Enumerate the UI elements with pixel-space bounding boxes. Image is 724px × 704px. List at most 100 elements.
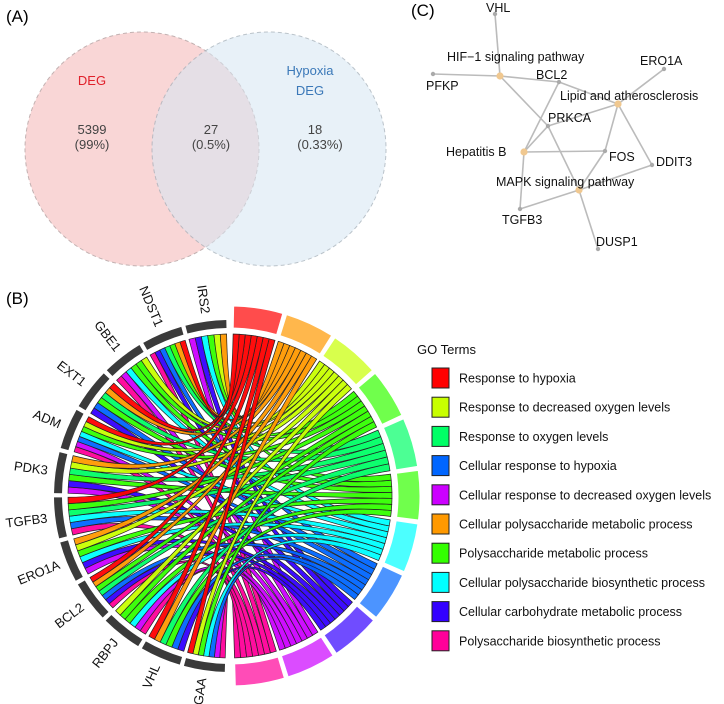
venn-label-hypoxia-deg: DEG <box>296 83 324 98</box>
gene-label: GBE1 <box>91 318 124 355</box>
network-node-tgfb3 <box>517 206 523 212</box>
network-edge <box>523 125 549 153</box>
network-node-prkca <box>545 123 551 129</box>
network-edge <box>578 164 653 191</box>
network-edge <box>558 81 619 105</box>
go-term-arc <box>395 469 421 521</box>
gene-label: ADM <box>31 406 63 431</box>
gene-arc <box>78 373 110 411</box>
network-node-label: PRKCA <box>548 111 592 125</box>
venn-diagram: DEG Hypoxia DEG 5399 (99%) 27 (0.5%) 18 … <box>24 31 387 267</box>
network-node-mapk <box>575 186 583 194</box>
gene-label: RBPJ <box>89 635 121 670</box>
network-edge <box>604 103 619 152</box>
go-term-arc <box>323 605 375 655</box>
legend-swatch <box>431 367 450 389</box>
go-term-arc <box>232 305 284 336</box>
legend-swatch <box>431 484 450 506</box>
gene-arc <box>54 452 68 494</box>
gene-label: TGFB3 <box>5 511 48 531</box>
network-edge <box>547 103 619 127</box>
legend-term-label: Polysaccharide metabolic process <box>459 547 648 561</box>
network-node-label: Hepatitis B <box>446 145 506 159</box>
network-edge <box>519 151 525 210</box>
network-node-label: BCL2 <box>536 68 567 82</box>
network-node-hepb <box>520 148 528 156</box>
venn-overlap-percent: (0.5%) <box>192 137 230 152</box>
network-node-label: ERO1A <box>640 54 683 68</box>
legend-term-label: Response to oxygen levels <box>459 430 608 444</box>
legend-term-label: Cellular carbohydrate metabolic process <box>459 605 682 619</box>
gene-arc <box>77 580 109 618</box>
gene-label: ERO1A <box>15 557 62 588</box>
legend-swatch <box>431 425 450 447</box>
network-node-bcl2 <box>556 79 562 85</box>
network-node-label: DUSP1 <box>596 235 638 249</box>
venn-overlap-count: 27 <box>204 122 218 137</box>
gene-label: IRS2 <box>194 284 213 315</box>
legend-term-label: Response to hypoxia <box>459 372 576 386</box>
network-edge <box>494 13 501 77</box>
network-node-label: FOS <box>609 150 635 164</box>
venn-label-deg: DEG <box>78 73 106 88</box>
venn-circle-hypoxia-deg <box>151 31 387 267</box>
legend-term-label: Cellular polysaccharide metabolic proces… <box>459 518 692 532</box>
network-edge <box>617 103 653 166</box>
gene-arc <box>185 320 227 334</box>
gene-arc <box>143 326 184 350</box>
chord-arcs <box>54 305 421 687</box>
gene-arc <box>141 641 183 665</box>
network-node-dusp1 <box>595 246 601 252</box>
go-term-arc <box>357 372 403 426</box>
network-node-label: Lipid and atherosclerosis <box>560 89 698 103</box>
venn-left-count: 5399 <box>78 122 107 137</box>
network-edge <box>547 125 580 191</box>
gene-arc <box>183 658 226 672</box>
network-node-vhl <box>492 11 498 17</box>
legend-term-label: Cellular response to hypoxia <box>459 459 617 473</box>
go-term-arc <box>279 313 333 355</box>
chord-ribbons <box>67 333 393 659</box>
gene-arc <box>60 540 83 581</box>
venn-right-count: 18 <box>308 122 322 137</box>
legend-term-label: Cellular polysaccharide biosynthetic pro… <box>459 576 705 590</box>
network-edge <box>578 150 606 191</box>
network-edge <box>519 189 580 210</box>
panel-label-b: (B) <box>6 289 29 308</box>
legend-swatch <box>431 630 450 652</box>
network-edge <box>432 73 501 77</box>
legend-swatch <box>431 542 450 564</box>
go-term-arc <box>358 565 404 619</box>
go-term-arc <box>234 656 285 687</box>
network-node-label: PFKP <box>426 79 459 93</box>
gene-label: BCL2 <box>52 600 87 632</box>
network-node-ero1a <box>661 66 667 72</box>
gene-label: NDST1 <box>136 284 166 329</box>
network-node-fos <box>602 148 608 154</box>
network-node-ddit3 <box>649 162 655 168</box>
gene-label: VHL <box>139 662 163 691</box>
gene-label: PDK3 <box>13 458 49 477</box>
go-term-arc <box>383 520 419 573</box>
legend-term-label: Cellular response to decreased oxygen le… <box>459 488 711 502</box>
go-term-arc <box>322 336 374 386</box>
venn-right-percent: (0.33%) <box>297 137 343 152</box>
network-edge <box>617 68 665 105</box>
legend-swatch <box>431 455 450 477</box>
network-node-label: TGFB3 <box>502 213 542 227</box>
network-edge <box>523 81 560 153</box>
venn-label-hypoxia: Hypoxia <box>287 63 335 78</box>
network-edge <box>499 75 549 127</box>
legend-swatch <box>431 513 450 535</box>
legend-swatch <box>431 601 450 623</box>
gene-label: GAA <box>191 676 210 704</box>
chord-ribbon <box>179 333 240 418</box>
network-edge <box>523 150 606 153</box>
network-node-lipid <box>614 100 622 108</box>
network-edge <box>499 75 560 83</box>
gene-arc <box>105 614 143 647</box>
network-edges <box>432 13 665 250</box>
legend-swatch <box>431 571 450 593</box>
